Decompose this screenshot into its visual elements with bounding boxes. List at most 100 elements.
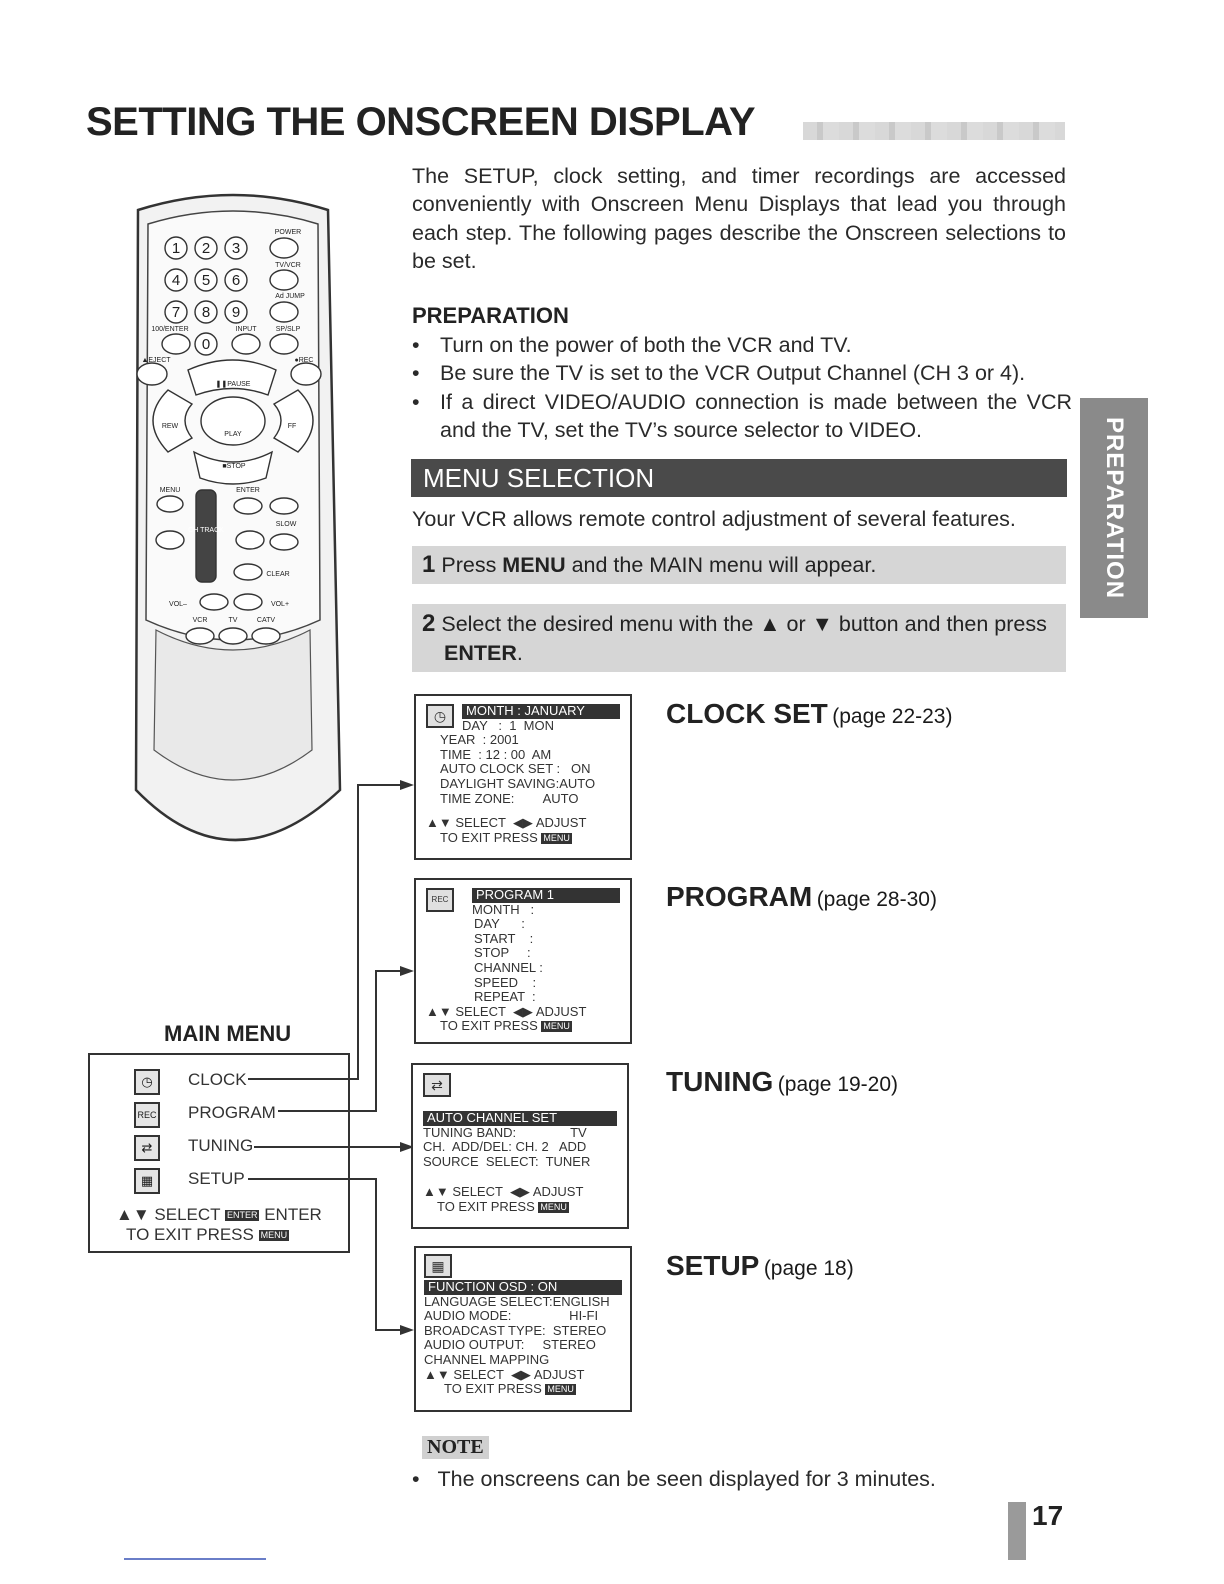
tuning-icon: ⇄ [423,1073,451,1097]
osd-setup-exit: TO EXIT PRESS MENU [444,1381,576,1397]
osd-setup-line: AUDIO OUTPUT: STEREO [424,1337,596,1353]
osd-setup-line: BROADCAST TYPE: STEREO [424,1322,607,1338]
menu-key-icon: MENU [545,1384,576,1396]
menu-key-icon: MENU [538,1202,569,1214]
remote-key-9: 9 [232,304,240,321]
remote-key-4: 4 [172,272,180,289]
main-menu-footer: ▲▼ SELECT ENTER ENTER [116,1205,322,1224]
osd-tuning-line: TUNING BAND: TV [423,1124,587,1140]
list-item: •If a direct VIDEO/AUDIO connection is m… [412,389,1072,442]
leftright-arrows-icon: ◀▶ [509,1184,530,1200]
remote-key-5: 5 [202,272,210,289]
remote-label-menu: MENU [160,487,181,494]
osd-clock-line: TIME : 12 : 00 AM [440,746,552,762]
remote-label-rew: REW [162,423,179,430]
remote-label-vol-minus: VOL– [169,601,187,608]
osd-program-line: REPEAT : [474,989,536,1005]
footer-line [124,1558,266,1560]
remote-label-enter: ENTER [236,487,260,494]
remote-control-illustration: 1 2 3 4 5 6 7 8 9 0 POWER TV/VCR Ad JUMP… [134,193,342,842]
remote-label-vcr: VCR [193,617,208,624]
section-tuning: TUNING (page 19-20) [666,1066,899,1097]
remote-label-stop: ■STOP [222,463,245,470]
remote-label-ch-track: CH TRACK [188,527,224,534]
updown-arrows-icon: ▲▼ [116,1205,150,1224]
main-menu-item-program: PROGRAM [188,1103,276,1122]
program-icon: REC [426,888,454,912]
updown-arrows-icon: ▲▼ [423,1184,449,1200]
preparation-list: •Turn on the power of both the VCR and T… [412,331,1072,444]
osd-program-line: SPEED : [474,974,537,990]
note-label: NOTE [422,1436,489,1459]
osd-program-screen: REC PROGRAM 1 MONTH : DAY : START : STOP… [414,878,632,1044]
osd-setup-header: FUNCTION OSD : ON [424,1279,622,1295]
osd-clock-line: YEAR : 2001 [440,732,519,748]
main-menu-item-tuning: TUNING [188,1136,254,1155]
osd-setup-line: LANGUAGE SELECT:ENGLISH [424,1293,610,1309]
remote-key-8: 8 [202,304,210,321]
remote-key-0: 0 [202,336,210,353]
osd-tuning-exit: TO EXIT PRESS MENU [437,1198,569,1214]
remote-label-pause: ❚❚PAUSE [216,380,251,388]
remote-label-tvvcr: TV/VCR [275,262,301,269]
updown-arrows-icon: ▲▼ [426,815,452,831]
setup-icon: ▦ [134,1168,160,1194]
remote-label-tv: TV [229,617,238,624]
osd-clock-line: AUTO CLOCK SET : ON [440,761,591,777]
osd-tuning-footer: ▲▼ SELECT ◀▶ ADJUST [423,1184,584,1200]
osd-program-header: PROGRAM 1 [472,887,620,903]
main-menu-panel: ◷ CLOCK REC PROGRAM ⇄ TUNING ▦ SETUP ▲▼ … [88,1053,350,1253]
leftright-arrows-icon: ◀▶ [512,1003,533,1019]
remote-key-7: 7 [172,304,180,321]
osd-clock-line: TIME ZONE: AUTO [440,790,579,806]
section-program: PROGRAM (page 28-30) [666,881,937,912]
remote-label-input: INPUT [236,326,258,333]
tuning-icon: ⇄ [134,1135,160,1161]
updown-arrows-icon: ▲▼ [424,1366,450,1382]
enter-key-icon: ENTER [224,1210,260,1222]
osd-clock-screen: ◷ MONTH : JANUARY DAY : 1 MON YEAR : 200… [414,694,632,860]
remote-label-vol-plus: VOL+ [271,601,289,608]
osd-program-footer: ▲▼ SELECT ◀▶ ADJUST [426,1003,587,1019]
intro-paragraph: The SETUP, clock setting, and timer reco… [412,164,1066,274]
osd-setup-line: CHANNEL MAPPING [424,1351,550,1367]
osd-tuning-line: SOURCE SELECT: TUNER [423,1153,591,1169]
remote-label-100enter: 100/ENTER [151,326,188,333]
list-item: •Be sure the TV is set to the VCR Output… [412,361,1026,386]
menu-key-icon: MENU [541,832,572,844]
osd-program-line: CHANNEL : [474,959,543,975]
osd-setup-footer: ▲▼ SELECT ◀▶ ADJUST [424,1366,585,1382]
osd-program-exit: TO EXIT PRESS MENU [440,1018,572,1034]
remote-label-eject: ▲EJECT [141,357,171,364]
note-text: •The onscreens can be seen displayed for… [412,1467,936,1491]
remote-label-rec: ●REC [294,357,313,364]
remote-key-1: 1 [172,240,180,257]
osd-program-line: STOP : [474,945,531,961]
program-icon: REC [134,1102,160,1128]
main-menu-exit: TO EXIT PRESS MENU [126,1225,290,1244]
osd-setup-line: AUDIO MODE: HI-FI [424,1308,599,1324]
osd-clock-footer: ▲▼ SELECT ◀▶ ADJUST [426,815,587,831]
osd-program-line: DAY : [474,916,525,932]
osd-tuning-line: CH. ADD/DEL: CH. 2 ADD [423,1139,587,1155]
page-number-bar [1008,1502,1026,1560]
list-item: •Turn on the power of both the VCR and T… [412,333,852,357]
main-menu-title: MAIN MENU [164,1021,292,1046]
main-menu-item-clock: CLOCK [188,1070,247,1089]
osd-program-line: MONTH : [472,901,535,917]
menu-selection-description: Your VCR allows remote control adjustmen… [412,507,1016,531]
remote-key-3: 3 [232,240,240,257]
main-menu-item-setup: SETUP [188,1169,245,1188]
updown-arrows-icon: ▲▼ [426,1003,452,1019]
section-setup: SETUP (page 18) [666,1250,854,1281]
setup-icon: ▦ [424,1254,452,1278]
osd-tuning-header: AUTO CHANNEL SET [423,1110,617,1126]
menu-selection-heading: MENU SELECTION [411,459,1067,497]
remote-label-clear: CLEAR [266,571,289,578]
clock-icon: ◷ [134,1069,160,1095]
remote-label-catv: CATV [257,617,275,624]
osd-program-line: START : [474,930,534,946]
side-tab-label: PREPARATION [1101,416,1128,600]
